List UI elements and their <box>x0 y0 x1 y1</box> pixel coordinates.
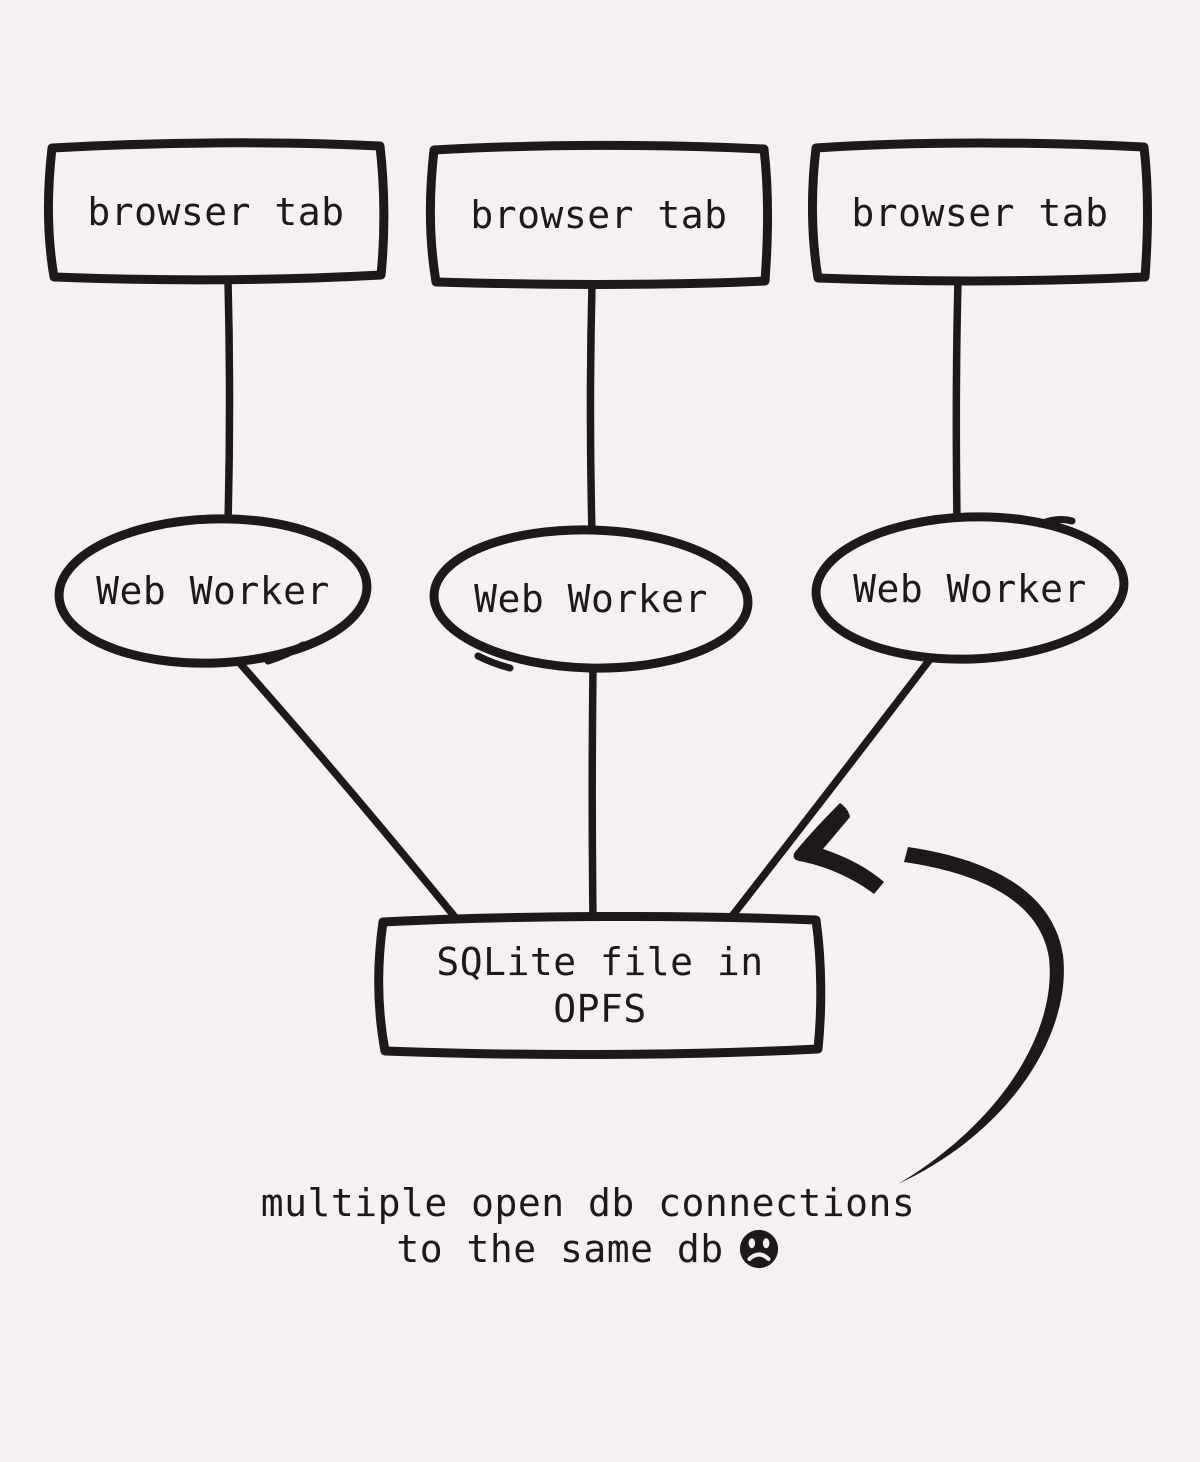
pen-overshoot-mark-3 <box>1036 516 1076 528</box>
caption-line-1: multiple open db connections <box>260 1181 916 1225</box>
tab-to-worker-connector-1 <box>224 276 234 526</box>
pen-overshoot-mark-2 <box>474 652 514 672</box>
annotation-arrow-shaft <box>898 847 1064 1184</box>
worker-to-db-connector-3 <box>725 650 938 924</box>
web-worker-ellipse-2 <box>429 525 753 673</box>
pen-overshoot-mark-1 <box>264 641 307 665</box>
worker-to-db-connector-2 <box>588 662 597 924</box>
web-worker-label-1: Web Worker <box>96 569 330 613</box>
sad-face-icon <box>739 1229 778 1269</box>
annotation-arrowhead <box>793 803 884 894</box>
sqlite-opfs-label-line-1: SQLite file in <box>436 940 764 984</box>
sqlite-opfs-label-line-2: OPFS <box>553 987 647 1031</box>
browser-tab-box-2 <box>425 140 772 289</box>
web-worker-label-2: Web Worker <box>474 577 708 621</box>
tab-to-worker-connector-3 <box>952 277 962 525</box>
browser-tab-label-2: browser tab <box>470 193 728 237</box>
browser-tab-label-1: browser tab <box>87 190 345 234</box>
web-worker-ellipse-1 <box>54 514 372 668</box>
sqlite-opfs-box <box>374 911 826 1060</box>
tab-to-worker-connector-2 <box>586 280 596 538</box>
browser-tab-label-3: browser tab <box>851 190 1109 235</box>
browser-tab-box-1 <box>43 138 389 285</box>
caption-line-2: to the same db <box>0 1226 1188 1272</box>
worker-to-db-connector-1 <box>233 656 463 926</box>
caption: multiple open db connections to the same… <box>0 1180 1188 1272</box>
web-worker-label-3: Web Worker <box>853 566 1087 611</box>
sqlite-opfs-label: SQLite file in OPFS <box>378 917 822 1055</box>
browser-tab-box-3 <box>807 138 1152 286</box>
caption-line-2-text: to the same db <box>396 1227 724 1271</box>
web-worker-ellipse-3 <box>811 512 1129 664</box>
